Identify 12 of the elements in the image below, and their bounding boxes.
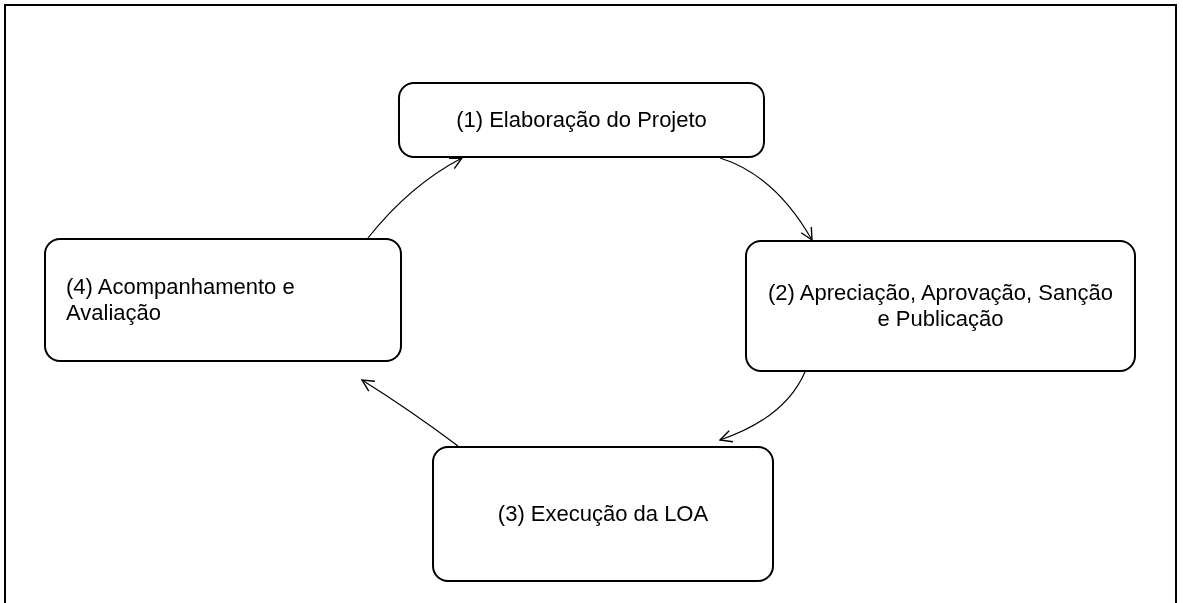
arrow: [367, 157, 463, 239]
process-box: [745, 240, 1136, 372]
box-label: (2) Apreciação, Aprovação, Sanção e Publicação: [767, 280, 1114, 332]
arrow: [361, 379, 459, 447]
process-box: [432, 446, 774, 582]
box-label: (3) Execução da LOA: [497, 501, 709, 527]
arrow: [719, 157, 813, 241]
box-label: (4) Acompanhamento e Avaliação: [66, 274, 296, 326]
box-label: (1) Elaboração do Projeto: [456, 107, 707, 133]
process-box: [398, 82, 765, 158]
arrow: [719, 371, 806, 443]
process-box: [44, 238, 402, 362]
